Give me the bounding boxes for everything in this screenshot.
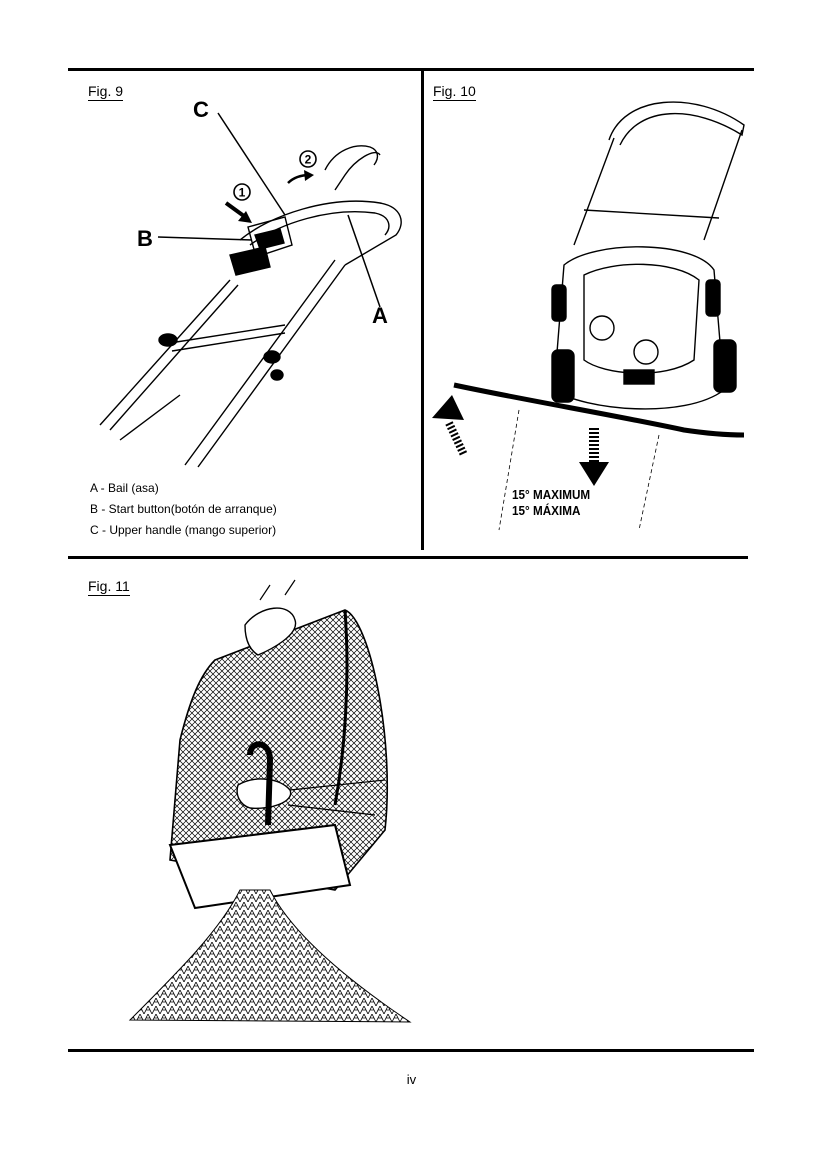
arrow-icon [579, 428, 609, 486]
arrow-icon [432, 395, 464, 455]
slope-caption-es: 15° MÁXIMA [512, 503, 590, 519]
fig11-grass-bag-illustration [120, 590, 420, 1030]
arrow-icon [288, 170, 314, 183]
legend-item-c: C - Upper handle (mango superior) [90, 520, 277, 541]
callout-c: C [193, 97, 209, 122]
callout-a: A [372, 303, 388, 328]
legend-item-a: A - Bail (asa) [90, 478, 277, 499]
callout-b-leader [158, 237, 252, 240]
legend-item-b: B - Start button(botón de arranque) [90, 499, 277, 520]
step1-number: 1 [239, 186, 246, 200]
slope-caption: 15° MAXIMUM 15° MÁXIMA [512, 487, 590, 519]
arrow-icon [226, 203, 252, 223]
callout-c-leader [218, 113, 285, 215]
fig10-slope-illustration [424, 90, 744, 550]
top-rule [68, 68, 754, 71]
callout-b: B [137, 226, 153, 251]
circled-number-icon: 1 [234, 184, 250, 200]
bottom-rule [68, 1049, 754, 1052]
step2-number: 2 [305, 153, 312, 167]
page-number: iv [0, 1072, 823, 1087]
middle-rule [68, 556, 748, 559]
circled-number-icon: 2 [300, 151, 316, 167]
fig9-legend: A - Bail (asa) B - Start button(botón de… [90, 478, 277, 541]
slope-caption-en: 15° MAXIMUM [512, 487, 590, 503]
fig9-handle-illustration: 1 2 C B A [80, 95, 420, 475]
